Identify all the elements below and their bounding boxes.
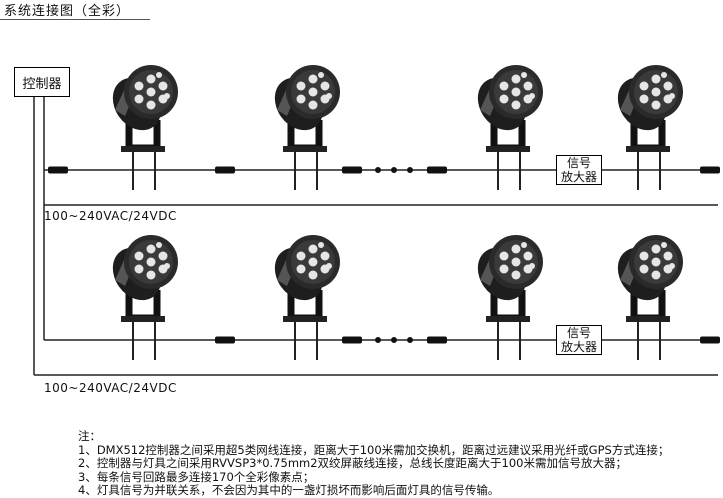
amplifier-label-line1: 信号 bbox=[566, 156, 591, 170]
signal-amplifier-row2: 信号 放大器 bbox=[556, 325, 602, 355]
amplifier-label-line2: 放大器 bbox=[560, 340, 597, 354]
notes-block: 注： 1、DMX512控制器之间采用超5类网线连接，距离大于100米需加交换机，… bbox=[78, 429, 670, 498]
note-item: 4、灯具信号为并联关系，不会因为其中的一盏灯损坏而影响后面灯具的信号传输。 bbox=[78, 483, 500, 497]
ellipsis-dots-icon bbox=[375, 337, 413, 343]
amplifier-label-line2: 放大器 bbox=[560, 170, 597, 184]
connector-row2-b bbox=[342, 336, 362, 344]
ellipsis-dots-icon bbox=[375, 167, 413, 173]
led-spotlight-icon bbox=[468, 235, 543, 360]
diagram-title: 系统连接图（全彩） bbox=[4, 4, 131, 19]
title-underline bbox=[0, 19, 150, 20]
voltage-label-row2: 100~240VAC/24VDC bbox=[44, 381, 177, 395]
led-spotlight-icon bbox=[265, 235, 340, 360]
connector-row1-a bbox=[48, 166, 68, 174]
amplifier-label-line1: 信号 bbox=[566, 326, 591, 340]
led-spotlight-icon bbox=[265, 65, 340, 190]
controller-box: 控制器 bbox=[14, 67, 70, 97]
connector-row1-d bbox=[427, 166, 447, 174]
connector-row1-b bbox=[215, 166, 235, 174]
note-item: 1、DMX512控制器之间采用超5类网线连接，距离大于100米需加交换机，距离过… bbox=[78, 442, 670, 457]
led-spotlight-icon bbox=[468, 65, 543, 190]
voltage-label-row1: 100~240VAC/24VDC bbox=[44, 209, 177, 223]
signal-amplifier-row1: 信号 放大器 bbox=[556, 155, 602, 185]
connector-row1-e bbox=[700, 166, 720, 174]
led-spotlight-icon bbox=[608, 65, 683, 190]
led-spotlight-icon bbox=[103, 65, 178, 190]
note-item: 2、控制器与灯具之间采用RVVSP3*0.75mm2双绞屏蔽线连接，总线长度距离… bbox=[78, 456, 627, 470]
notes-header: 注： bbox=[78, 429, 101, 443]
led-spotlight-icon bbox=[608, 235, 683, 360]
connector-row2-a bbox=[215, 336, 235, 344]
note-item: 3、每条信号回路最多连接170个全彩像素点； bbox=[78, 469, 315, 484]
connector-row1-c bbox=[342, 166, 362, 174]
led-spotlight-icon bbox=[103, 235, 178, 360]
connector-row2-c bbox=[427, 336, 447, 344]
connector-row2-d bbox=[700, 336, 720, 344]
